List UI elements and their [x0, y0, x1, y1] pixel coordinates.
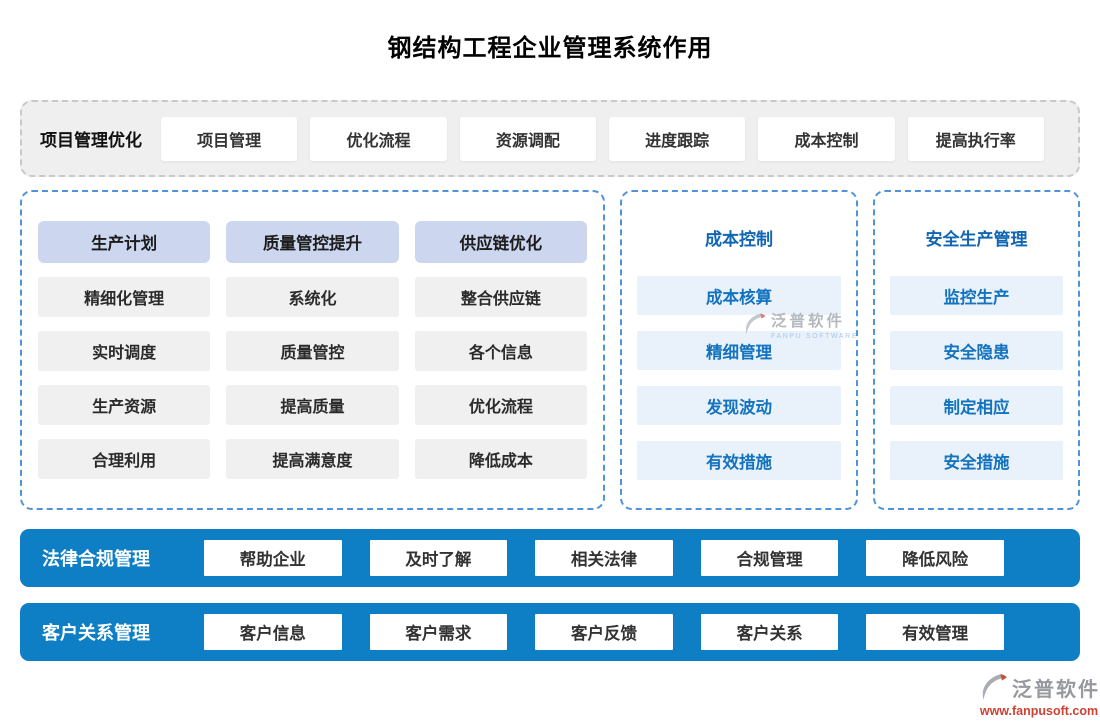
matrix-cell[interactable]: 提高质量	[226, 385, 399, 425]
legal-item-compliance-management[interactable]: 合规管理	[700, 540, 839, 576]
top-item-progress-tracking[interactable]: 进度跟踪	[608, 116, 746, 161]
legal-item-timely-understand[interactable]: 及时了解	[369, 540, 508, 576]
cost-item-accounting[interactable]: 成本核算	[637, 276, 841, 315]
matrix-cell[interactable]: 生产资源	[38, 385, 211, 425]
legal-item-reduce-risk[interactable]: 降低风险	[866, 540, 1004, 576]
matrix-cell[interactable]: 实时调度	[38, 331, 211, 371]
customer-item-relations[interactable]: 客户关系	[700, 614, 839, 650]
middle-panels-row: 生产计划 质量管控提升 供应链优化 精细化管理 系统化 整合供应链 实时调度 质…	[20, 190, 1080, 510]
legal-compliance-label: 法律合规管理	[42, 549, 150, 569]
customer-item-effective-management[interactable]: 有效管理	[866, 614, 1004, 650]
page-title: 钢结构工程企业管理系统作用	[387, 35, 713, 62]
production-panel: 生产计划 质量管控提升 供应链优化 精细化管理 系统化 整合供应链 实时调度 质…	[20, 190, 605, 510]
watermark-brand: 泛普软件	[1012, 678, 1100, 701]
safety-panel-title: 安全生产管理	[925, 230, 1028, 249]
safety-item-safety-measures[interactable]: 安全措施	[890, 441, 1063, 480]
safety-item-monitor-production[interactable]: 监控生产	[890, 276, 1063, 315]
project-optimization-label: 项目管理优化	[40, 131, 142, 150]
top-item-cost-control[interactable]: 成本控制	[758, 116, 895, 161]
customer-item-needs[interactable]: 客户需求	[369, 614, 508, 650]
column-header-quality-control[interactable]: 质量管控提升	[226, 221, 399, 263]
top-item-execution-rate[interactable]: 提高执行率	[907, 116, 1044, 161]
top-item-optimize-process[interactable]: 优化流程	[310, 116, 447, 161]
watermark-bottom-right: 泛普软件 www.fanpusoft.com	[978, 671, 1100, 718]
matrix-cell[interactable]: 整合供应链	[414, 277, 587, 317]
cost-panel-title: 成本控制	[705, 230, 773, 249]
safety-item-make-response[interactable]: 制定相应	[890, 386, 1063, 425]
matrix-cell[interactable]: 精细化管理	[38, 277, 211, 317]
legal-item-related-laws[interactable]: 相关法律	[535, 540, 673, 576]
customer-relations-label: 客户关系管理	[42, 623, 150, 643]
fanpu-logo-icon	[982, 674, 1007, 700]
customer-item-info[interactable]: 客户信息	[204, 614, 342, 650]
matrix-cell[interactable]: 优化流程	[414, 385, 587, 425]
cost-item-effective-measures[interactable]: 有效措施	[637, 441, 841, 480]
top-item-project-management[interactable]: 项目管理	[161, 116, 298, 161]
legal-compliance-bar: 法律合规管理 帮助企业 及时了解 相关法律 合规管理 降低风险	[20, 529, 1080, 587]
matrix-cell[interactable]: 降低成本	[414, 439, 587, 479]
cost-control-panel: 成本控制 成本核算 精细管理 发现波动 有效措施	[620, 190, 858, 510]
watermark-url: www.fanpusoft.com	[979, 704, 1099, 718]
cost-item-detect-fluctuation[interactable]: 发现波动	[637, 386, 841, 425]
matrix-cell[interactable]: 质量管控	[226, 331, 399, 371]
safety-item-hidden-danger[interactable]: 安全隐患	[890, 331, 1063, 370]
safety-production-panel: 安全生产管理 监控生产 安全隐患 制定相应 安全措施	[873, 190, 1080, 510]
matrix-cell[interactable]: 提高满意度	[226, 439, 399, 479]
cost-item-fine-management[interactable]: 精细管理	[637, 331, 841, 370]
matrix-cell[interactable]: 合理利用	[38, 439, 211, 479]
customer-item-feedback[interactable]: 客户反馈	[535, 614, 673, 650]
column-header-supply-chain[interactable]: 供应链优化	[414, 221, 587, 263]
customer-relations-bar: 客户关系管理 客户信息 客户需求 客户反馈 客户关系 有效管理	[20, 603, 1080, 661]
project-optimization-section: 项目管理优化 项目管理 优化流程 资源调配 进度跟踪 成本控制 提高执行率	[20, 100, 1080, 177]
matrix-cell[interactable]: 各个信息	[414, 331, 587, 371]
matrix-cell[interactable]: 系统化	[226, 277, 399, 317]
legal-item-help-enterprise[interactable]: 帮助企业	[204, 540, 342, 576]
column-header-production-plan[interactable]: 生产计划	[38, 221, 211, 263]
top-item-resource-allocation[interactable]: 资源调配	[459, 116, 596, 161]
